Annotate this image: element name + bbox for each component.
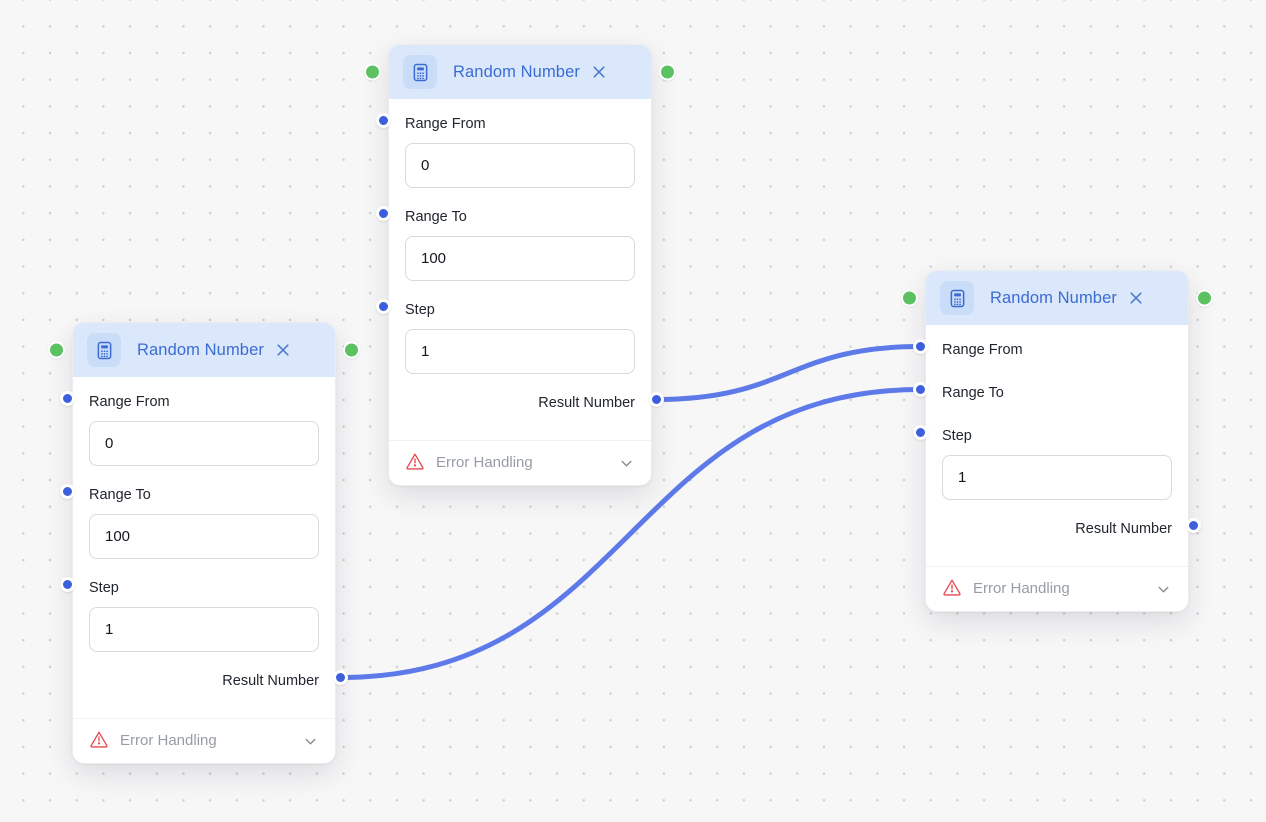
param-label: Range From: [89, 394, 170, 410]
param-label: Step: [89, 580, 119, 596]
node-header[interactable]: Random Number: [48, 323, 360, 377]
node-header[interactable]: Random Number: [364, 45, 676, 99]
node-header[interactable]: Random Number: [901, 271, 1213, 325]
input-port[interactable]: [376, 299, 391, 314]
calculator-icon: [403, 55, 437, 89]
param-range-to: Range To: [60, 484, 335, 559]
input-port[interactable]: [60, 391, 75, 406]
error-handling-toggle[interactable]: Error Handling: [926, 566, 1188, 611]
param-label: Range From: [405, 116, 486, 132]
calculator-icon: [940, 281, 974, 315]
param-label: Range From: [942, 342, 1023, 358]
range-to-input[interactable]: [89, 514, 319, 559]
calculator-icon: [87, 333, 121, 367]
node-anchor-left[interactable]: [48, 341, 65, 359]
input-port[interactable]: [913, 382, 928, 397]
node-anchor-right[interactable]: [1196, 289, 1213, 307]
error-handling-toggle[interactable]: Error Handling: [73, 718, 335, 763]
flow-edge[interactable]: [338, 387, 923, 680]
step-input[interactable]: [89, 607, 319, 652]
param-range-to: Range To: [913, 382, 1188, 402]
step-input[interactable]: [942, 455, 1172, 500]
chevron-down-icon: [618, 455, 635, 472]
chevron-down-icon: [1155, 581, 1172, 598]
param-step: Step: [376, 299, 651, 374]
param-label: Range To: [405, 209, 467, 225]
node-anchor-left[interactable]: [901, 289, 918, 307]
param-label: Range To: [942, 385, 1004, 401]
param-step: Step: [913, 425, 1188, 500]
node-title: Random Number: [137, 340, 264, 359]
input-port[interactable]: [376, 113, 391, 128]
output-port[interactable]: [649, 392, 664, 407]
close-icon[interactable]: [273, 340, 293, 360]
step-input[interactable]: [405, 329, 635, 374]
output-port[interactable]: [333, 670, 348, 685]
warning-icon: [405, 451, 425, 476]
flow-edge[interactable]: [654, 344, 923, 402]
input-port[interactable]: [60, 484, 75, 499]
error-handling-toggle[interactable]: Error Handling: [389, 440, 651, 485]
output-label: Result Number: [222, 673, 319, 689]
output-row: Result Number: [926, 518, 1201, 538]
param-range-to: Range To: [376, 206, 651, 281]
param-label: Step: [405, 302, 435, 318]
node-anchor-right[interactable]: [659, 63, 676, 81]
node-random-number-3[interactable]: Random Number Range From Range To Step R…: [901, 270, 1213, 612]
param-step: Step: [60, 577, 335, 652]
node-title: Random Number: [990, 288, 1117, 307]
warning-icon: [942, 577, 962, 602]
node-random-number-1[interactable]: Random Number Range From Range To Step R…: [364, 44, 676, 486]
param-range-from: Range From: [376, 113, 651, 188]
node-random-number-2[interactable]: Random Number Range From Range To Step R…: [48, 322, 360, 764]
error-handling-label: Error Handling: [973, 580, 1070, 597]
input-port[interactable]: [376, 206, 391, 221]
output-label: Result Number: [1075, 521, 1172, 537]
input-port[interactable]: [913, 339, 928, 354]
error-handling-label: Error Handling: [120, 732, 217, 749]
range-to-input[interactable]: [405, 236, 635, 281]
close-icon[interactable]: [589, 62, 609, 82]
range-from-input[interactable]: [405, 143, 635, 188]
param-range-from: Range From: [60, 391, 335, 466]
node-anchor-right[interactable]: [343, 341, 360, 359]
param-label: Range To: [89, 487, 151, 503]
warning-icon: [89, 729, 109, 754]
input-port[interactable]: [913, 425, 928, 440]
error-handling-label: Error Handling: [436, 454, 533, 471]
input-port[interactable]: [60, 577, 75, 592]
output-port[interactable]: [1186, 518, 1201, 533]
chevron-down-icon: [302, 733, 319, 750]
node-anchor-left[interactable]: [364, 63, 381, 81]
output-label: Result Number: [538, 395, 635, 411]
output-row: Result Number: [73, 670, 348, 690]
param-label: Step: [942, 428, 972, 444]
param-range-from: Range From: [913, 339, 1188, 359]
range-from-input[interactable]: [89, 421, 319, 466]
output-row: Result Number: [389, 392, 664, 412]
node-title: Random Number: [453, 62, 580, 81]
close-icon[interactable]: [1126, 288, 1146, 308]
